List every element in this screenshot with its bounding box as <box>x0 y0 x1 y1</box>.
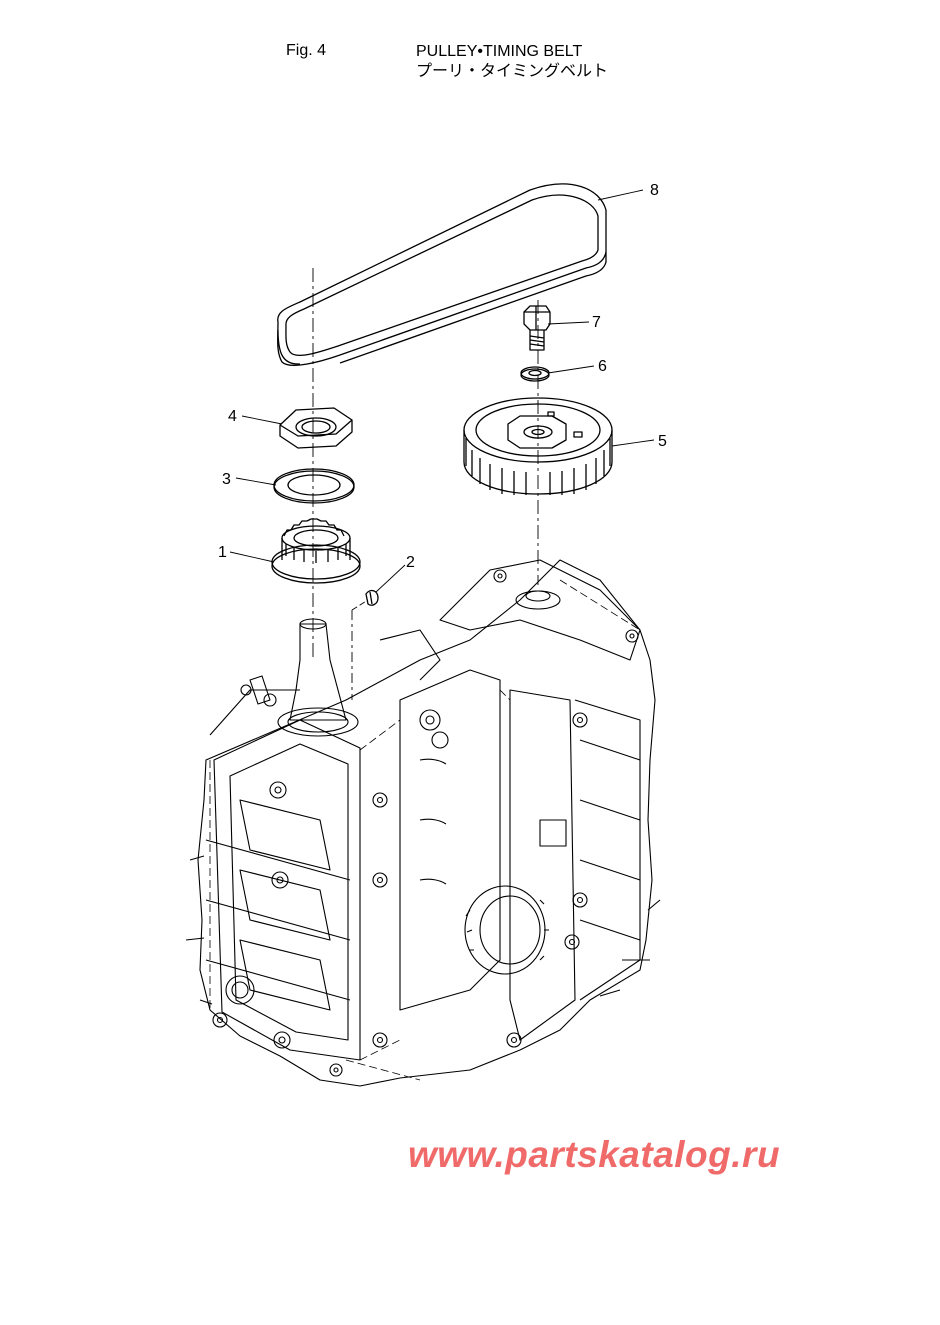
washer <box>273 468 355 504</box>
bolt <box>523 305 551 351</box>
leader-lines <box>229 189 655 593</box>
figure-number: Fig. 4 <box>286 42 327 59</box>
watermark-text: www.partskatalog.ru <box>408 1134 781 1175</box>
figure-title-english: PULLEY•TIMING BELT <box>416 43 583 60</box>
drive-pulley <box>271 518 361 584</box>
callout-3: 3 <box>222 471 231 488</box>
woodruff-key <box>365 589 379 606</box>
washer-small <box>520 366 550 382</box>
figure-title-japanese: プーリ・タイミングベルト <box>416 63 609 80</box>
callout-2: 2 <box>406 554 415 571</box>
engine-block <box>185 559 661 1087</box>
callout-1: 1 <box>218 544 227 561</box>
figure-title: PULLEY•TIMING BELT プーリ・タイミングベルト <box>416 42 608 82</box>
callout-6: 6 <box>598 358 607 375</box>
callout-8: 8 <box>650 182 659 199</box>
timing-belt <box>277 183 607 366</box>
nut <box>279 407 353 449</box>
callout-5: 5 <box>658 433 667 450</box>
driven-pulley <box>463 397 613 495</box>
callout-4: 4 <box>228 408 237 425</box>
callout-7: 7 <box>592 314 601 331</box>
